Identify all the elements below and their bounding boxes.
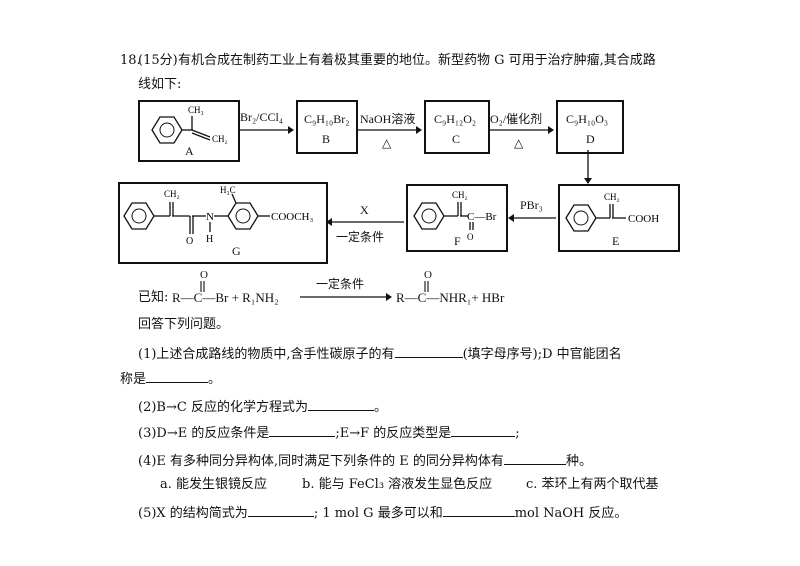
compound-g-h: H xyxy=(206,234,213,245)
reagent-br2-ccl4: Br₂/CCl₄ xyxy=(240,110,284,124)
q2-text-b: 。 xyxy=(373,400,387,415)
q4-blank[interactable] xyxy=(503,452,566,465)
compound-d-label: D xyxy=(586,132,595,146)
q5-blank-1[interactable] xyxy=(247,504,314,517)
compound-e-structure: CH₂ COOH xyxy=(565,192,659,232)
q3-text-c: ; xyxy=(515,426,520,441)
compound-g-o: O xyxy=(186,236,193,247)
arrow-f-g xyxy=(326,218,404,226)
known-o2: O xyxy=(424,269,432,281)
known-condition: 一定条件 xyxy=(316,277,365,291)
arrow-b-c xyxy=(356,126,422,134)
q1-text-c: 称是 xyxy=(120,372,147,387)
q4-option-c: c. 苯环上有两个取代基 xyxy=(526,477,659,492)
q1-line2: 称是 。 xyxy=(120,370,221,386)
q1-blank-1[interactable] xyxy=(394,345,463,358)
q5-text-c: mol NaOH 反应。 xyxy=(514,506,628,521)
compound-a-ch3: CH₃ xyxy=(188,105,204,115)
compound-b-formula: C₉H₁₀Br₂ xyxy=(304,112,350,126)
reagent-o2-catalyst: O₂/催化剂 xyxy=(490,112,543,126)
compound-f-ch2: CH₂ xyxy=(452,190,468,200)
compound-b-label: B xyxy=(322,132,331,146)
question-intro-line1: 有机合成在制药工业上有着极其重要的地位。新型药物 G 可用于治疗肿瘤,其合成路 xyxy=(178,53,656,68)
q3-blank-1[interactable] xyxy=(269,424,336,437)
q3-line: (3)D→E 的反应条件是 ;E→F 的反应类型是; xyxy=(138,424,520,440)
question-number: 18. xyxy=(120,53,141,68)
q2-blank[interactable] xyxy=(307,398,374,411)
q2-text-a: (2)B→C 反应的化学方程式为 xyxy=(138,400,308,415)
q3-text-b: ;E→F 的反应类型是 xyxy=(335,426,452,441)
compound-c-label: C xyxy=(452,132,461,146)
q5-line: (5)X 的结构简式为 ; 1 mol G 最多可以和 mol NaOH 反应。 xyxy=(138,504,627,520)
reagent-naoh-heat: △ xyxy=(382,136,392,150)
q2-line: (2)B→C 反应的化学方程式为 。 xyxy=(138,398,387,414)
q4-text-b: 种。 xyxy=(565,454,592,469)
arrow-e-f xyxy=(508,214,556,222)
compound-a-structure: CH₃ CH₂ xyxy=(151,105,228,144)
compound-g-ch2: CH₂ xyxy=(164,189,180,199)
compound-d-formula: C₉H₁₀O₃ xyxy=(566,112,609,126)
compound-a-ch2: CH₂ xyxy=(212,134,228,144)
compound-f-o: O xyxy=(467,232,474,242)
q3-blank-2[interactable] xyxy=(451,424,516,437)
q4-option-a: a. 能发生银镜反应 xyxy=(160,477,268,492)
compound-e-box: CH₂ COOH E xyxy=(558,184,680,252)
compound-g-box: CH₂ H₃C N H O COOCH₃ G xyxy=(118,182,328,264)
compound-f-cbr: C—Br xyxy=(467,211,497,223)
q5-text-b: ; 1 mol G 最多可以和 xyxy=(313,506,443,521)
compound-g-n: N xyxy=(206,211,214,223)
q1-text-b: (填字母序号);D 中官能团名 xyxy=(462,347,622,362)
compound-g-label: G xyxy=(232,244,241,258)
compound-e-label: E xyxy=(612,234,620,248)
question-intro-line2: 线如下: xyxy=(138,77,182,92)
compound-d-box: C₉H₁₀O₃ D xyxy=(556,100,624,154)
reagent-pbr3: PBr₃ xyxy=(520,198,543,212)
compound-g-h3c: H₃C xyxy=(220,185,236,195)
q5-text-a: (5)X 的结构简式为 xyxy=(138,506,248,521)
reagent-naoh: NaOH溶液 xyxy=(360,112,416,126)
known-co-bond-2 xyxy=(424,281,429,292)
q1-text-d: 。 xyxy=(208,372,222,387)
reagent-x: X xyxy=(360,203,369,217)
compound-g-structure: CH₂ H₃C N H O COOCH₃ xyxy=(123,185,314,247)
q5-blank-2[interactable] xyxy=(442,504,515,517)
compound-e-cooh: COOH xyxy=(628,213,659,225)
q1-blank-2[interactable] xyxy=(146,370,209,383)
q4-text-a: (4)E 有多种同分异构体,同时满足下列条件的 E 的同分异构体有 xyxy=(138,454,504,469)
known-right: R—C—NHR₁+ HBr xyxy=(396,290,505,305)
compound-e-ch2: CH₂ xyxy=(604,192,620,202)
arrow-c-d xyxy=(488,126,554,134)
compound-f-box: CH₂ C—Br O F xyxy=(406,184,508,252)
q1-line1: (1)上述合成路线的物质中,含手性碳原子的有 (填字母序号);D 中官能团名 xyxy=(138,345,622,361)
compound-f-label: F xyxy=(454,234,461,248)
compound-f-structure: CH₂ C—Br O xyxy=(413,190,497,242)
q4-line: (4)E 有多种同分异构体,同时满足下列条件的 E 的同分异构体有 种。 xyxy=(138,452,592,468)
arrow-d-e xyxy=(584,150,592,184)
compound-a-label: A xyxy=(185,144,194,158)
known-prefix: 已知: xyxy=(138,290,169,305)
question-score: (15分) xyxy=(138,53,178,68)
compound-a-box: CH₃ CH₂ A xyxy=(138,100,240,162)
known-o1: O xyxy=(200,269,208,281)
arrow-a-b xyxy=(238,126,294,134)
compound-c-formula: C₉H₁₂O₂ xyxy=(434,112,477,126)
known-arrow xyxy=(300,293,392,301)
known-co-bond-1 xyxy=(200,281,205,292)
known-left: R—C—Br + R₁NH₂ xyxy=(172,290,279,305)
q3-text-a: (3)D→E 的反应条件是 xyxy=(138,426,270,441)
compound-b-box: C₉H₁₀Br₂ B xyxy=(296,100,358,154)
reagent-o2-heat: △ xyxy=(514,136,524,150)
compound-c-box: C₉H₁₂O₂ C xyxy=(424,100,490,154)
q4-option-b: b. 能与 FeCl₃ 溶液发生显色反应 xyxy=(302,477,493,492)
q1-text-a: (1)上述合成路线的物质中,含手性碳原子的有 xyxy=(138,347,395,362)
answer-intro: 回答下列问题。 xyxy=(138,317,230,332)
compound-g-cooch3: COOCH₃ xyxy=(271,211,314,223)
reagent-x-condition: 一定条件 xyxy=(336,230,385,244)
